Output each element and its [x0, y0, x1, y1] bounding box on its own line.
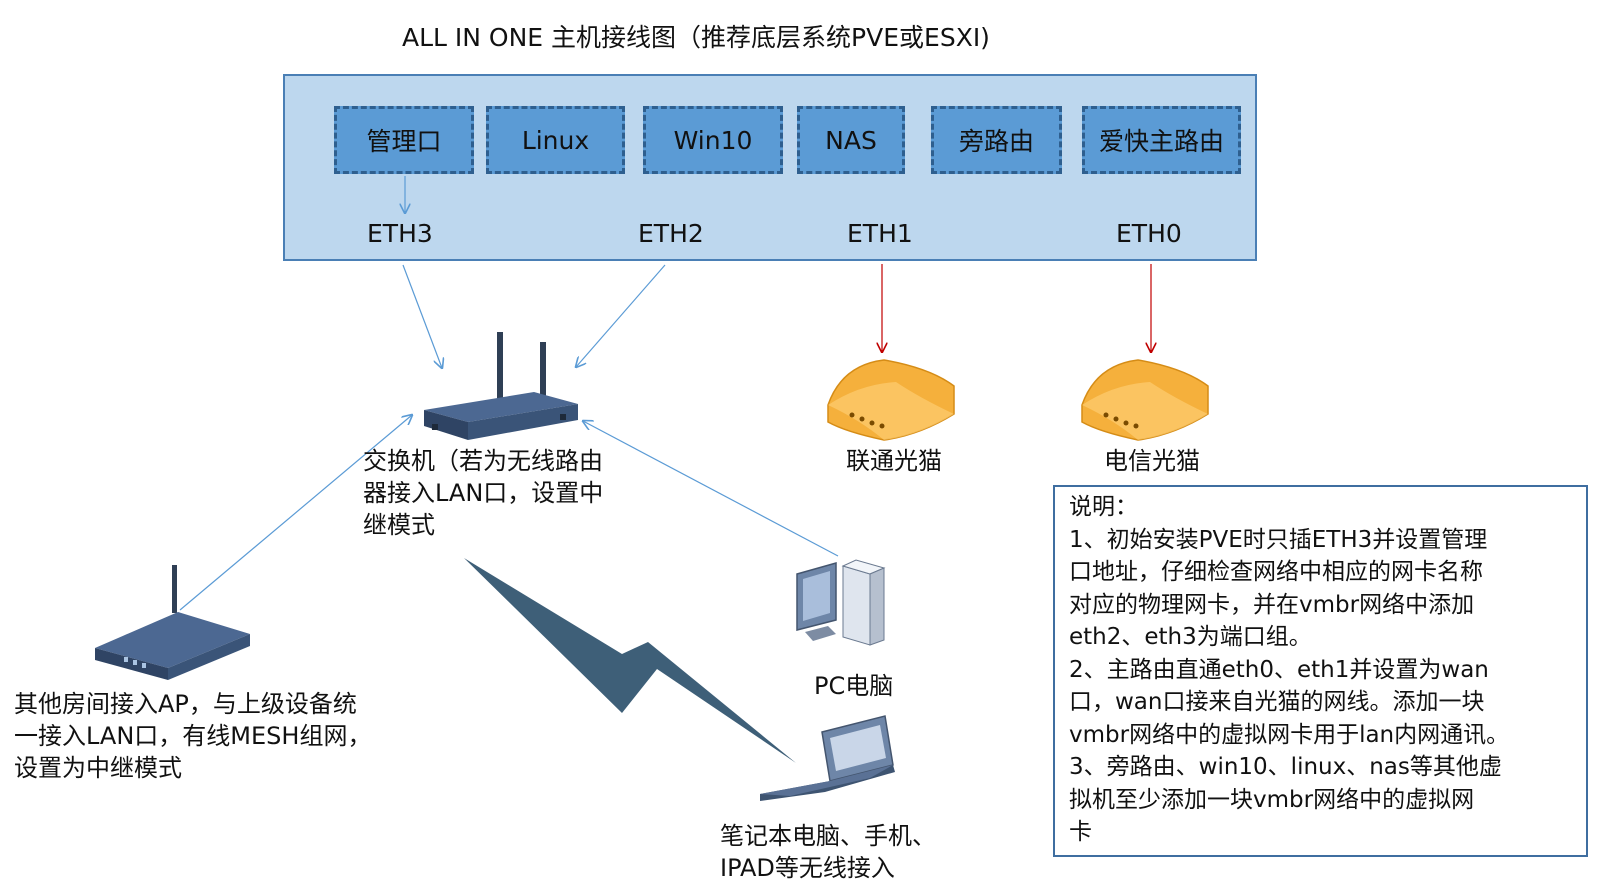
access-point-label: 其他房间接入AP，与上级设备统 一接入LAN口，有线MESH组网， 设置为中继模… — [14, 690, 372, 782]
vm-linux: Linux — [486, 106, 625, 174]
wireless-signal-icon — [464, 558, 796, 763]
vm-nas: NAS — [797, 106, 905, 174]
vm-management: 管理口 — [334, 106, 474, 174]
vm-win10: Win10 — [643, 106, 783, 174]
switch-label: 交换机（若为无线路由 器接入LAN口，设置中 继模式 — [363, 447, 604, 539]
notes-line: 1、初始安装PVE时只插ETH3并设置管理 — [1069, 526, 1488, 553]
notes-box: 说明： 1、初始安装PVE时只插ETH3并设置管理 口地址，仔细检查网络中相应的… — [1053, 485, 1588, 857]
notes-line: 口地址，仔细检查网络中相应的网卡名称 — [1069, 559, 1483, 585]
notes-line: 说明： — [1069, 494, 1138, 520]
eth0-label: ETH0 — [1116, 219, 1182, 248]
pc-icon — [796, 559, 886, 646]
access-point-icon — [95, 565, 250, 680]
notes-line: 3、旁路由、win10、linux、nas等其他虚 — [1069, 754, 1502, 780]
notes-line: 口，wan口接来自光猫的网线。添加一块 — [1069, 689, 1485, 715]
laptop-icon — [760, 715, 895, 801]
pc-to-switch-link — [583, 421, 839, 557]
telecom-modem-icon — [1081, 359, 1209, 441]
notes-line: 对应的物理网卡，并在vmbr网络中添加 — [1069, 591, 1475, 618]
notes-line: eth2、eth3为端口组。 — [1069, 624, 1312, 650]
notes-line: vmbr网络中的虚拟网卡用于lan内网通讯。 — [1069, 721, 1510, 748]
notes-line: 2、主路由直通eth0、eth1并设置为wan — [1069, 656, 1489, 683]
switch-router-icon — [424, 332, 578, 440]
eth3-to-switch-link — [402, 264, 442, 368]
unicom-modem-label: 联通光猫 — [846, 447, 942, 475]
telecom-modem-label: 电信光猫 — [1104, 447, 1200, 475]
unicom-modem-icon — [827, 359, 955, 441]
vm-ikuai-main-router: 爱快主路由 — [1082, 106, 1241, 174]
notes-line: 卡 — [1069, 819, 1092, 845]
vm-bypass-router: 旁路由 — [931, 106, 1062, 174]
eth2-to-switch-link — [576, 264, 666, 367]
notes-line: 拟机至少添加一块vmbr网络中的虚拟网 — [1069, 786, 1475, 813]
eth2-label: ETH2 — [638, 219, 704, 248]
diagram-title: ALL IN ONE 主机接线图（推荐底层系统PVE或ESXI) — [402, 23, 990, 52]
eth1-label: ETH1 — [847, 219, 913, 248]
eth3-label: ETH3 — [367, 219, 433, 248]
ap-to-switch-link — [179, 415, 412, 611]
laptop-label: 笔记本电脑、手机、 IPAD等无线接入 — [720, 822, 936, 882]
pc-label: PC电脑 — [814, 672, 894, 700]
